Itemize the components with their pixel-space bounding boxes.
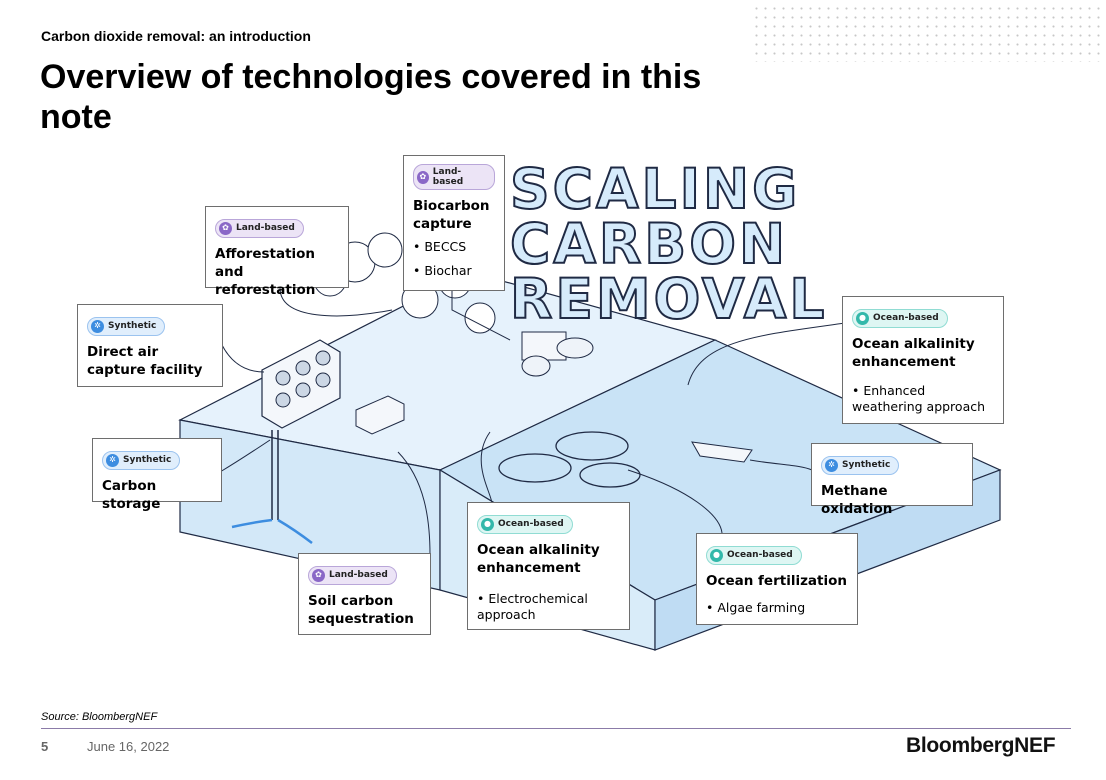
headline-line-2: CARBON	[509, 212, 788, 276]
badge-label: Land-based	[329, 570, 388, 580]
bloombergnef-logo: BloombergNEF	[906, 734, 1056, 757]
badge-label: Synthetic	[842, 460, 891, 470]
footer-date: June 16, 2022	[87, 739, 170, 754]
droplet-icon: ●	[856, 311, 869, 325]
bullet-item: • Enhanced weathering approach	[852, 382, 986, 414]
synthetic-badge: ✲ Synthetic	[87, 316, 166, 336]
scaling-carbon-removal-headline: SCALING CARBON REMOVAL	[509, 157, 828, 331]
card-title: Ocean alkalinity enhancement	[477, 541, 600, 576]
badge-label: Synthetic	[123, 455, 172, 465]
algae-pen-3	[579, 462, 641, 488]
card-title: Carbon storage	[102, 477, 161, 512]
dot-grid-decoration	[752, 4, 1102, 62]
card-title: Ocean fertilization	[706, 572, 848, 589]
ocean-based-badge: ● Ocean-based	[852, 308, 948, 328]
badge-label: Synthetic	[108, 321, 157, 331]
bullet-text: Biochar	[424, 263, 472, 278]
droplet-icon: ●	[710, 548, 723, 562]
page-title: Overview of technologies covered in this…	[40, 58, 702, 136]
badge-label: Ocean-based	[498, 519, 564, 529]
footer-divider	[41, 728, 1071, 729]
molecule-icon: ✲	[106, 453, 119, 467]
droplet-icon: ●	[481, 517, 494, 531]
badge-label: Land-based	[432, 167, 464, 187]
ocean-based-badge: ● Ocean-based	[706, 545, 802, 565]
card-title: Methane oxidation	[821, 482, 893, 517]
bullet-item: • BECCS	[413, 239, 467, 254]
card-soil-carbon: ✿ Land-based Soil carbon sequestration	[298, 553, 431, 635]
algae-pen-2	[555, 431, 629, 461]
bullet-text: Electrochemical approach	[477, 590, 588, 622]
card-afforestation: ✿ Land-based Afforestation and reforestat…	[205, 206, 349, 298]
source-note: Source: BloombergNEF	[41, 711, 158, 723]
badge-label: Ocean-based	[727, 550, 793, 560]
algae-pen-1	[498, 453, 572, 483]
card-title: Afforestation and reforestation	[215, 245, 316, 298]
molecule-icon: ✲	[91, 319, 104, 333]
card-title: Ocean alkalinity enhancement	[852, 335, 975, 370]
leaf-icon: ✿	[219, 221, 232, 235]
molecule-icon: ✲	[825, 458, 838, 472]
bullet-item: • Electrochemical approach	[477, 590, 588, 622]
card-biocarbon-capture: ✿Land-based Biocarbon capture • BECCS • …	[403, 155, 505, 291]
card-ocean-alkalinity-weathering: ● Ocean-based Ocean alkalinity enhancemen…	[842, 296, 1004, 424]
land-based-badge: ✿ Land-based	[215, 218, 304, 238]
card-title: Biocarbon capture	[413, 198, 490, 232]
card-ocean-fertilization: ● Ocean-based Ocean fertilization • Algae…	[696, 533, 858, 625]
bullet-text: Algae farming	[717, 599, 806, 615]
land-based-badge: ✿ Land-based	[308, 565, 397, 585]
section-subtitle: Carbon dioxide removal: an introduction	[41, 28, 311, 44]
land-based-badge: ✿Land-based	[413, 164, 495, 190]
badge-label: Ocean-based	[873, 313, 939, 323]
synthetic-badge: ✲ Synthetic	[821, 455, 900, 475]
leaf-icon: ✿	[312, 568, 325, 582]
headline-line-1: SCALING	[509, 157, 801, 221]
card-carbon-storage: ✲ Synthetic Carbon storage	[92, 438, 222, 512]
badge-label: Land-based	[236, 223, 295, 233]
card-ocean-alkalinity-electrochemical: ● Ocean-based Ocean alkalinity enhancemen…	[467, 502, 630, 630]
bullet-item: • Algae farming	[706, 599, 806, 615]
card-title: Direct air capture facility	[87, 343, 203, 378]
ocean-based-badge: ● Ocean-based	[477, 514, 573, 534]
bullet-item: • Biochar	[413, 263, 472, 278]
card-methane-oxidation: ✲ Synthetic Methane oxidation	[811, 443, 973, 517]
leaf-icon: ✿	[417, 170, 429, 184]
card-direct-air-capture: ✲ Synthetic Direct air capture facility	[77, 304, 223, 387]
card-title: Soil carbon sequestration	[308, 592, 414, 627]
headline-line-3: REMOVAL	[509, 267, 828, 331]
page-number: 5	[41, 739, 49, 754]
bullet-text: Enhanced weathering approach	[852, 382, 986, 414]
bullet-text: BECCS	[424, 239, 467, 254]
synthetic-badge: ✲ Synthetic	[102, 450, 181, 470]
